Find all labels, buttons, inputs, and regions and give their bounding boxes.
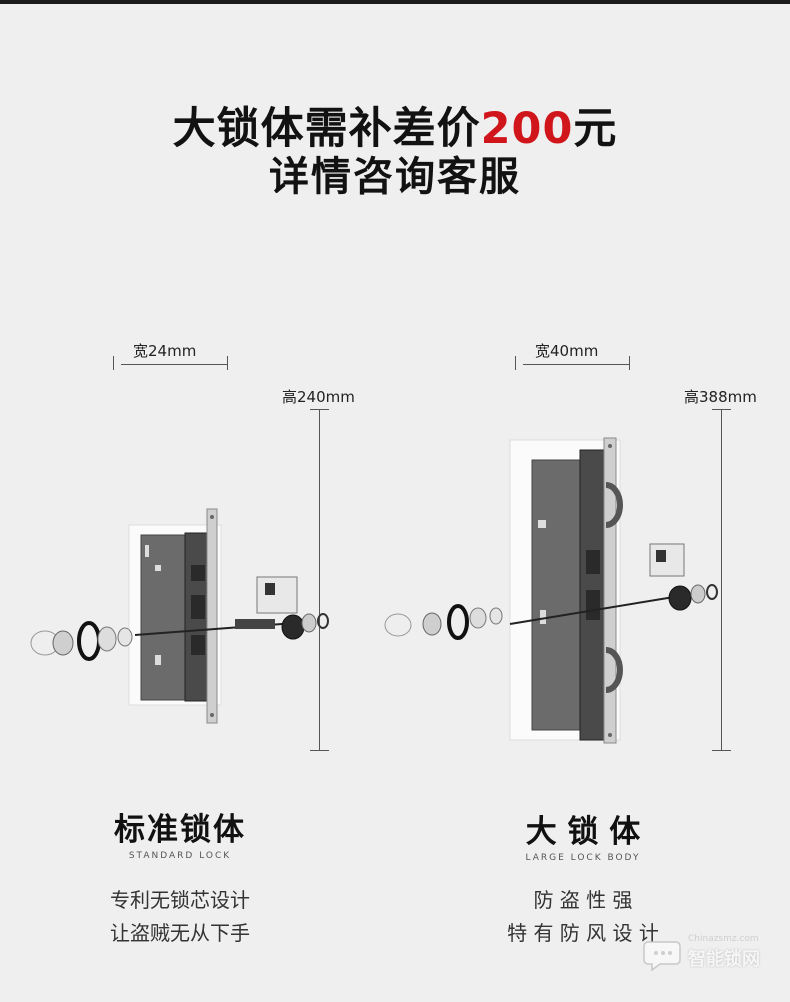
- standard-width-tick-left: [113, 356, 114, 370]
- large-height-tick-bottom: [712, 750, 731, 751]
- standard-height-label: 高240mm: [282, 388, 355, 406]
- large-width-tick-right: [629, 356, 630, 370]
- watermark-domain: Chinazsmz.com: [688, 934, 759, 944]
- standard-lock-illustration: [30, 508, 329, 724]
- chat-bubble-logo-icon: [643, 941, 681, 972]
- large-lock-title: 大 锁 体: [525, 814, 641, 850]
- large-height-tick-top: [712, 409, 731, 410]
- site-watermark: Chinazsmz.com 智能锁网: [642, 934, 772, 974]
- standard-width-line: [121, 364, 227, 365]
- standard-height-line: [319, 409, 320, 750]
- headline-prefix: 大锁体需补差价: [172, 104, 481, 154]
- headline-price-line: 大锁体需补差价200元: [0, 94, 790, 156]
- standard-height-tick-top: [310, 409, 329, 410]
- large-lock-desc-line1: 防 盗 性 强: [533, 888, 633, 912]
- standard-lock-desc-line1: 专利无锁芯设计: [110, 888, 250, 912]
- large-width-line: [523, 364, 629, 365]
- standard-width-label: 宽24mm: [133, 342, 197, 360]
- standard-lock-desc-line2: 让盗贼无从下手: [110, 921, 250, 945]
- large-height-label: 高388mm: [684, 388, 757, 406]
- headline-suffix: 元: [573, 104, 618, 154]
- watermark-name: 智能锁网: [688, 949, 760, 970]
- large-width-label: 宽40mm: [535, 342, 599, 360]
- standard-lock-description: 专利无锁芯设计 让盗贼无从下手: [40, 884, 320, 950]
- large-lock-illustration: [384, 437, 718, 744]
- large-width-tick-left: [515, 356, 516, 370]
- large-height-line: [721, 409, 722, 750]
- headline-price: 200: [480, 104, 574, 154]
- large-lock-description: 防 盗 性 强 特 有 防 风 设 计: [443, 884, 723, 950]
- standard-lock-subtitle: STANDARD LOCK: [128, 851, 232, 861]
- headline-consult-line: 详情咨询客服: [269, 154, 521, 200]
- large-lock-subtitle: LARGE LOCK BODY: [525, 853, 641, 863]
- standard-width-tick-right: [227, 356, 228, 370]
- top-border-bar: [0, 0, 790, 4]
- standard-height-tick-bottom: [310, 750, 329, 751]
- large-lock-desc-line2: 特 有 防 风 设 计: [507, 921, 659, 945]
- standard-lock-title: 标准锁体: [114, 812, 246, 848]
